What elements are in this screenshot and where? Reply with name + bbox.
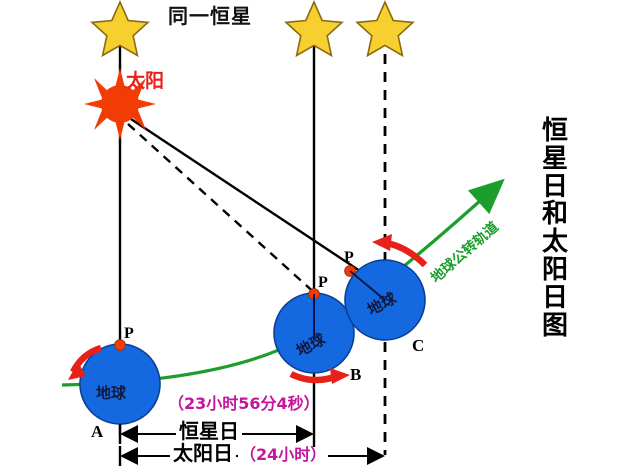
sidereal-day-label: 恒星日 xyxy=(176,421,242,441)
solar-duration-label: （24小时） xyxy=(238,445,329,464)
sidereal-duration-label: （23小时56分4秒） xyxy=(168,394,320,413)
star-icon-left xyxy=(90,0,150,58)
earth-C-position-label: C xyxy=(412,336,425,355)
star-icon-right xyxy=(355,0,415,58)
sun-ray-to-C xyxy=(130,118,361,272)
earth-A-P-label: P xyxy=(124,325,134,342)
earth-B-P-label: P xyxy=(318,274,328,291)
earth-A-rotation-arrowhead xyxy=(68,362,86,380)
solar-day-label: 太阳日 xyxy=(170,443,236,463)
page-top-label: 同一恒星 xyxy=(168,4,252,28)
sun-ray-to-B xyxy=(127,123,319,297)
earth-A-position-label: A xyxy=(91,422,104,441)
earth-A-point-P xyxy=(114,339,126,351)
sun-label: 太阳 xyxy=(126,70,165,92)
earth-B-position-label: B xyxy=(350,365,362,384)
earth-B-rotation-arrowhead xyxy=(330,368,350,384)
earth-C-axis xyxy=(349,270,386,301)
sun-icon xyxy=(84,68,156,140)
star-icon-middle xyxy=(284,0,344,58)
earth-C-P-label: P xyxy=(344,249,354,266)
page-title-vertical: 恒星日和太阳日图 xyxy=(541,116,568,341)
earth-C-rotation-arrowhead xyxy=(372,234,392,251)
earth-A-name: 地球 xyxy=(96,384,127,402)
